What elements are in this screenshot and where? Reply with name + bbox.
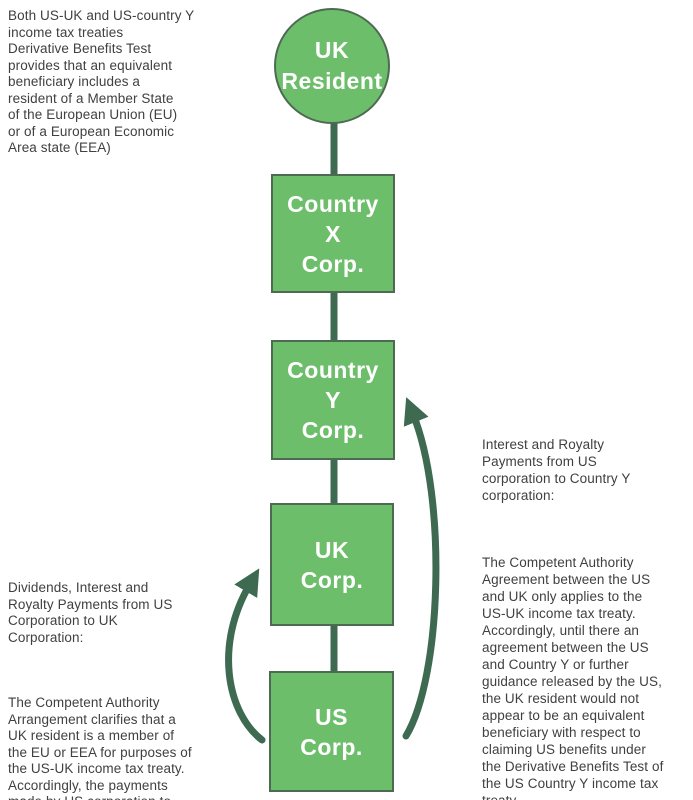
- node-country-x-corp-label: Country X Corp.: [287, 190, 379, 277]
- node-us-corp: US Corp.: [269, 671, 394, 792]
- annotation-right-body: The Competent Authority Agreement betwee…: [482, 555, 664, 800]
- node-country-y-corp: Country Y Corp.: [271, 340, 395, 460]
- annotation-bottom-left-body: The Competent Authority Arrangement clar…: [8, 695, 192, 800]
- node-country-y-corp-label: Country Y Corp.: [287, 357, 379, 443]
- node-country-x-corp: Country X Corp.: [271, 174, 395, 293]
- arrow-us-to-country-y-icon: [402, 397, 440, 740]
- arrow-us-to-uk-icon: [225, 568, 266, 744]
- annotation-bottom-left-heading: Dividends, Interest and Royalty Payments…: [8, 580, 173, 645]
- node-uk-corp: UK Corp.: [270, 503, 394, 626]
- annotation-right-heading: Interest and Royalty Payments from US co…: [482, 437, 631, 503]
- annotation-top-left: Both US-UK and US-country Y income tax t…: [8, 8, 195, 155]
- annotation-right: Interest and Royalty Payments from US co…: [482, 402, 663, 800]
- annotation-bottom-left: Dividends, Interest and Royalty Payments…: [8, 547, 192, 800]
- node-uk-resident-label: UK Resident: [281, 37, 383, 94]
- node-uk-corp-label: UK Corp.: [300, 536, 364, 593]
- node-us-corp-label: US Corp.: [300, 703, 363, 760]
- node-uk-resident: UK Resident: [274, 8, 390, 124]
